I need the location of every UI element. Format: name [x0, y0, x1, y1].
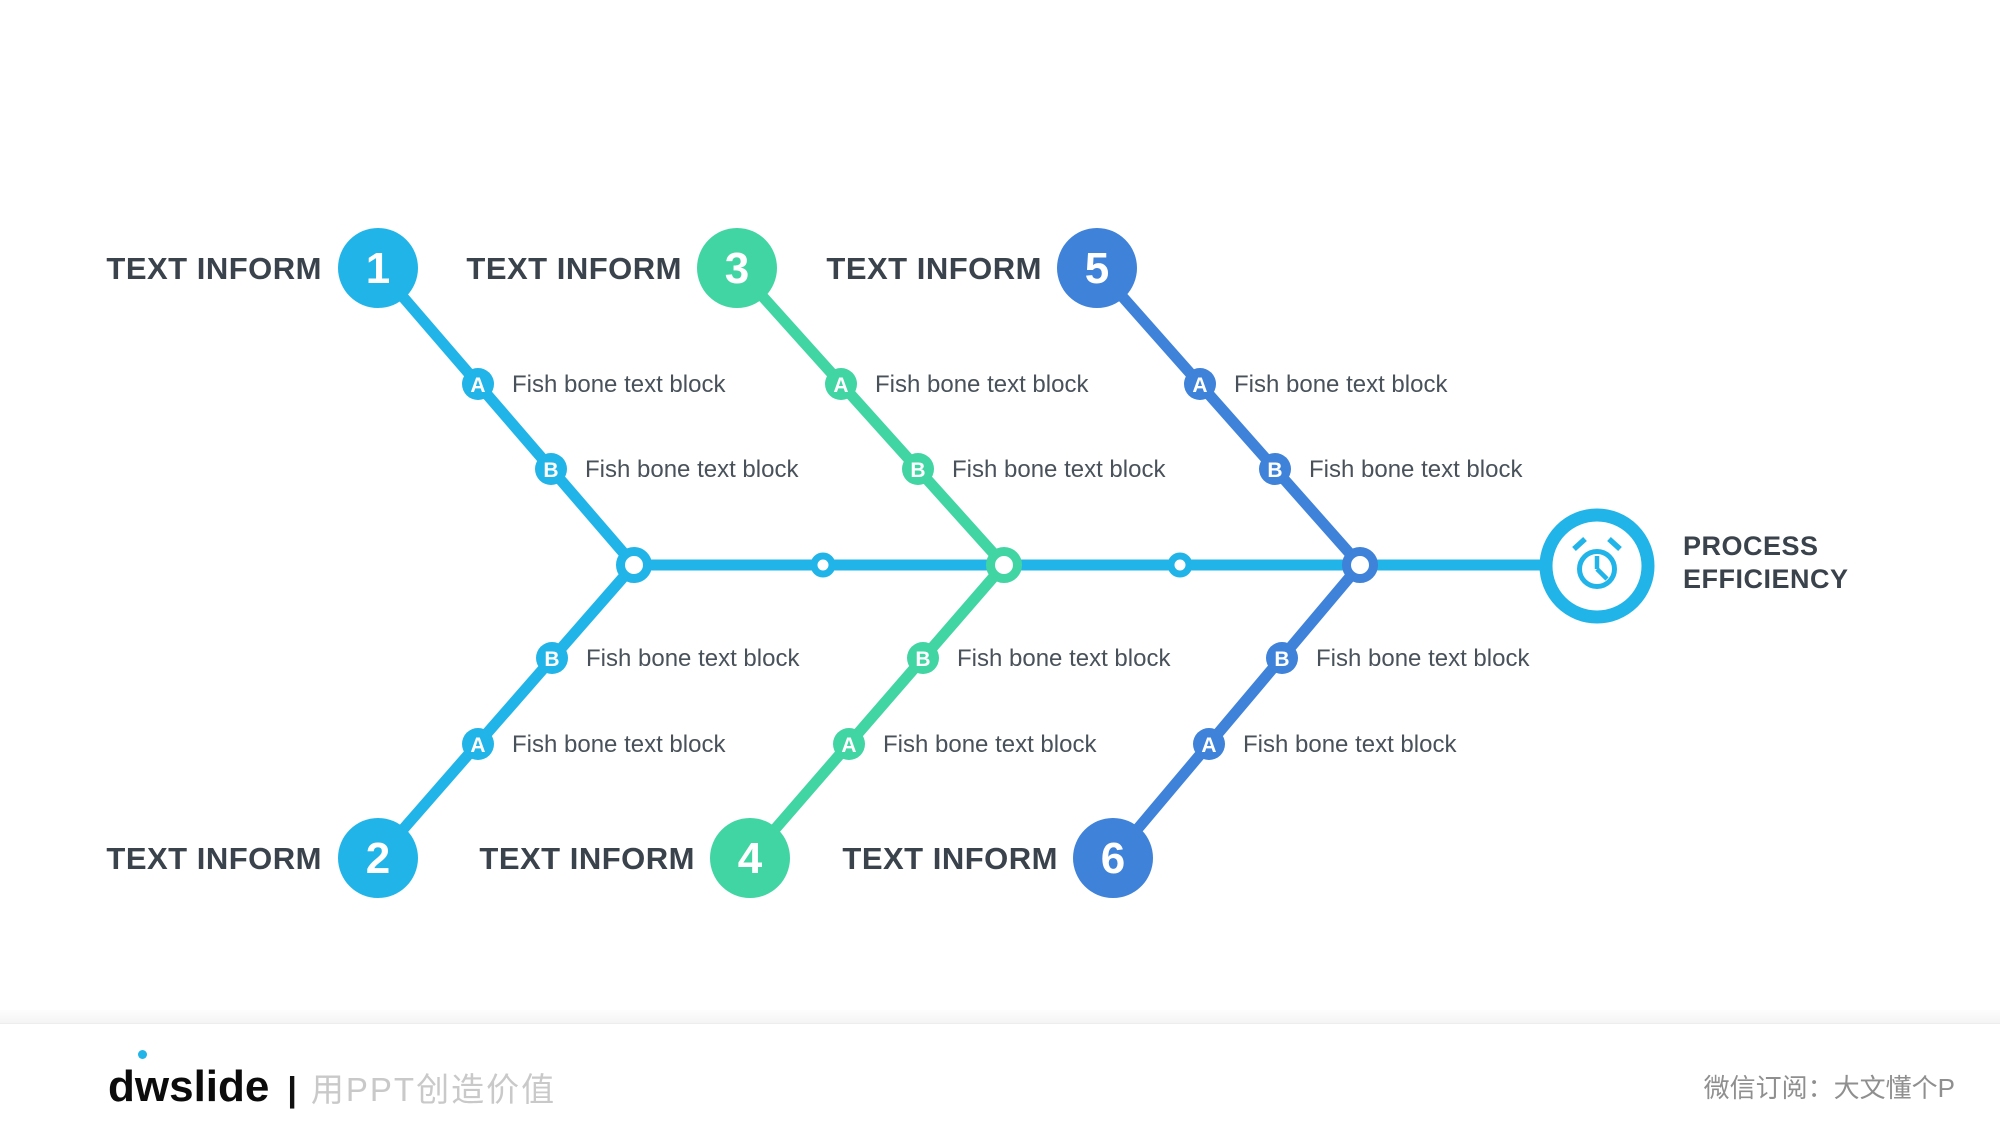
junction-node-5-6: [1342, 547, 1378, 583]
marker-4-b-letter: B: [915, 648, 930, 671]
marker-4-a: [833, 728, 865, 760]
branch-number-5: 5: [1085, 244, 1109, 293]
marker-1-a-letter: A: [470, 374, 485, 397]
fishbone-text-6-a: Fish bone text block: [1243, 731, 1457, 758]
junction-node-3-4: [986, 547, 1022, 583]
marker-3-b-letter: B: [910, 459, 925, 482]
marker-6-b-letter: B: [1274, 648, 1289, 671]
branch-number-2: 2: [366, 834, 390, 883]
branch-line-2: [373, 561, 639, 862]
branch-line-6: [1108, 561, 1365, 862]
marker-6-a: [1193, 728, 1225, 760]
branch-label-4: TEXT INFORM: [479, 841, 695, 876]
branch-line-5: [1092, 264, 1365, 569]
footer-tagline: 用PPT创造价值: [310, 1071, 557, 1108]
fishbone-text-1-b: Fish bone text block: [585, 456, 799, 483]
marker-5-b: [1259, 453, 1291, 485]
logo-text: dwslide: [108, 1062, 270, 1111]
marker-1-b-letter: B: [543, 459, 558, 482]
branch-circle-5: [1057, 228, 1137, 308]
junction-node-1-2: [616, 547, 652, 583]
marker-1-a: [462, 368, 494, 400]
fishbone-text-4-b: Fish bone text block: [957, 645, 1171, 672]
branch-label-1: TEXT INFORM: [106, 251, 322, 286]
fishbone-text-6-b: Fish bone text block: [1316, 645, 1530, 672]
spine-node-mid-2: [1167, 552, 1193, 578]
branch-line-4: [745, 561, 1009, 862]
branch-circle-1: [338, 228, 418, 308]
marker-4-a-letter: A: [841, 734, 856, 757]
logo-dot-icon: [138, 1050, 147, 1059]
logo-separator: |: [287, 1071, 297, 1109]
branch-circle-6: [1073, 818, 1153, 898]
fishbone-text-2-a: Fish bone text block: [512, 731, 726, 758]
fishbone-text-3-a: Fish bone text block: [875, 371, 1089, 398]
branch-line-3: [732, 264, 1009, 569]
marker-2-b-letter: B: [544, 648, 559, 671]
fishbone-text-3-b: Fish bone text block: [952, 456, 1166, 483]
marker-3-b: [902, 453, 934, 485]
marker-2-a-letter: A: [470, 734, 485, 757]
slide-bottom-edge: [0, 1010, 2000, 1024]
marker-4-b: [907, 642, 939, 674]
branch-circle-2: [338, 818, 418, 898]
footer-logo-group: dwslide | 用PPT创造价值: [108, 1050, 557, 1112]
marker-2-b: [536, 642, 568, 674]
branch-number-4: 4: [738, 834, 763, 883]
marker-2-a: [462, 728, 494, 760]
fishbone-text-4-a: Fish bone text block: [883, 731, 1097, 758]
branch-label-6: TEXT INFORM: [842, 841, 1058, 876]
marker-3-a-letter: A: [833, 374, 848, 397]
branch-label-3: TEXT INFORM: [466, 251, 682, 286]
branch-circle-4: [710, 818, 790, 898]
marker-1-b: [535, 453, 567, 485]
dwslide-logo: dwslide: [108, 1050, 270, 1112]
head-title-line1: PROCESS: [1683, 531, 1819, 561]
marker-5-a: [1184, 368, 1216, 400]
fishbone-text-2-b: Fish bone text block: [586, 645, 800, 672]
marker-5-b-letter: B: [1267, 459, 1282, 482]
branch-number-1: 1: [366, 244, 390, 293]
marker-5-a-letter: A: [1192, 374, 1207, 397]
marker-6-a-letter: A: [1201, 734, 1216, 757]
branch-number-3: 3: [725, 244, 749, 293]
fishbone-text-1-a: Fish bone text block: [512, 371, 726, 398]
branch-label-2: TEXT INFORM: [106, 841, 322, 876]
head-title-line2: EFFICIENCY: [1683, 564, 1849, 594]
footer-wechat-text: 微信订阅：大文懂个P: [1703, 1073, 1955, 1103]
fishbone-text-5-a: Fish bone text block: [1234, 371, 1448, 398]
alarm-clock-icon: [1572, 536, 1622, 589]
spine-node-mid-1: [810, 552, 836, 578]
branch-line-1: [373, 264, 639, 569]
branch-number-6: 6: [1101, 834, 1125, 883]
marker-6-b: [1266, 642, 1298, 674]
marker-3-a: [825, 368, 857, 400]
branch-circle-3: [697, 228, 777, 308]
branch-label-5: TEXT INFORM: [826, 251, 1042, 286]
fishbone-text-5-b: Fish bone text block: [1309, 456, 1523, 483]
footer: dwslide | 用PPT创造价值 微信订阅：大文懂个P: [0, 1024, 2000, 1125]
